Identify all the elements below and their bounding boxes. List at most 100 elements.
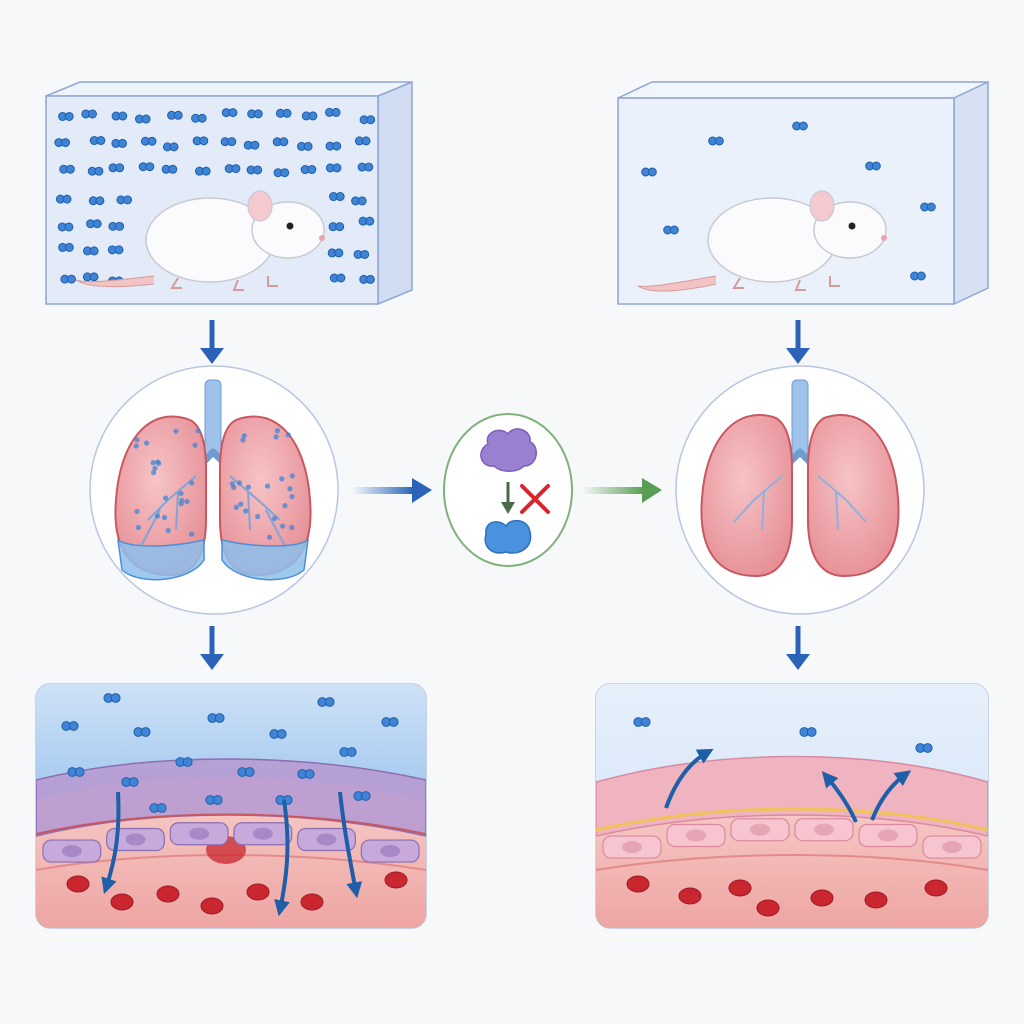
- lungs-icon: [114, 379, 312, 581]
- red-blood-cell: [300, 893, 324, 911]
- red-blood-cell: [246, 883, 270, 901]
- particle: [250, 140, 260, 150]
- particle: [271, 515, 278, 522]
- arrow-center-to-right: [582, 478, 662, 503]
- particle: [178, 501, 184, 507]
- particle: [244, 767, 255, 777]
- particle: [243, 508, 249, 514]
- red-blood-cell: [756, 899, 780, 917]
- particle: [165, 527, 171, 534]
- red-blood-cell: [678, 887, 702, 905]
- tissue-right-panel: [595, 683, 989, 929]
- cell-nucleus: [316, 833, 337, 846]
- particle: [140, 727, 151, 737]
- particle: [279, 476, 285, 482]
- leak-arrow: [274, 799, 290, 917]
- particle: [68, 721, 79, 731]
- particle: [214, 713, 225, 723]
- cross-icon: [520, 484, 550, 514]
- particle: [273, 434, 279, 440]
- particle: [647, 167, 657, 177]
- particle: [89, 272, 99, 282]
- particle: [182, 757, 193, 767]
- particle: [147, 136, 157, 146]
- tissue-left-panel: [35, 683, 427, 929]
- particle: [255, 513, 261, 520]
- particles-right-tissue: [633, 717, 933, 753]
- particle: [307, 165, 317, 175]
- particle: [364, 162, 374, 172]
- particle: [150, 460, 156, 466]
- particle: [289, 494, 295, 500]
- clearance-arrow: [664, 748, 714, 809]
- particle: [332, 141, 342, 151]
- particle: [161, 514, 168, 521]
- particle: [133, 443, 139, 449]
- particle: [62, 194, 72, 204]
- particle: [197, 113, 207, 123]
- particle: [195, 428, 201, 434]
- particle: [231, 164, 241, 174]
- particle: [169, 142, 179, 152]
- particle: [346, 747, 357, 757]
- cell-nucleus: [189, 827, 210, 840]
- particle: [156, 803, 167, 813]
- particle: [916, 271, 926, 281]
- particle: [324, 697, 335, 707]
- cell-nucleus: [750, 823, 770, 836]
- particle: [233, 504, 239, 510]
- particle: [274, 428, 281, 434]
- particle: [279, 137, 289, 147]
- particle: [150, 469, 157, 476]
- particle: [669, 225, 679, 235]
- red-blood-cells-right: [626, 875, 948, 917]
- particle: [366, 115, 376, 125]
- red-blood-cell: [156, 885, 180, 903]
- particle: [285, 432, 291, 438]
- particle: [241, 433, 247, 439]
- cell-nucleus: [942, 841, 962, 854]
- particle: [714, 136, 724, 146]
- arrow-down-left-top: [200, 320, 224, 364]
- cell-nucleus: [380, 845, 401, 858]
- lungs-left-panel: [89, 365, 339, 615]
- rat-icon: [637, 190, 887, 292]
- red-blood-cell: [110, 893, 134, 911]
- particle: [360, 791, 371, 801]
- red-blood-cell: [626, 875, 650, 893]
- leak-arrow: [338, 791, 363, 899]
- epithelial-cells-left: [42, 822, 420, 863]
- particle: [162, 495, 169, 501]
- particle: [189, 531, 195, 537]
- cell-nucleus: [878, 829, 898, 842]
- particle: [228, 108, 238, 118]
- particle: [87, 109, 97, 119]
- particle: [173, 428, 179, 434]
- particle: [335, 192, 345, 202]
- particle: [922, 743, 933, 753]
- particle: [360, 249, 370, 259]
- particle: [94, 166, 104, 176]
- clearance-arrow: [821, 771, 858, 823]
- red-blood-cell: [728, 879, 752, 897]
- particle: [279, 523, 286, 529]
- particle: [280, 168, 290, 178]
- particle: [134, 508, 140, 515]
- arrow-down-left-bottom: [200, 626, 224, 670]
- down-arrow-icon: [501, 482, 515, 514]
- particle: [65, 164, 75, 174]
- particle: [64, 111, 74, 121]
- chamber-left: [45, 80, 413, 306]
- cell-nucleus: [61, 845, 82, 858]
- lungs-right-panel: [675, 365, 925, 615]
- clearance-arrow: [870, 770, 912, 821]
- particle: [144, 440, 150, 446]
- particle: [287, 486, 293, 492]
- particles-left-tissue: [61, 693, 399, 813]
- inhibitor-blob-icon: [480, 428, 537, 472]
- particle: [188, 480, 195, 486]
- particle: [134, 437, 140, 443]
- particle: [114, 245, 124, 255]
- particle: [64, 242, 74, 252]
- particle: [240, 437, 246, 443]
